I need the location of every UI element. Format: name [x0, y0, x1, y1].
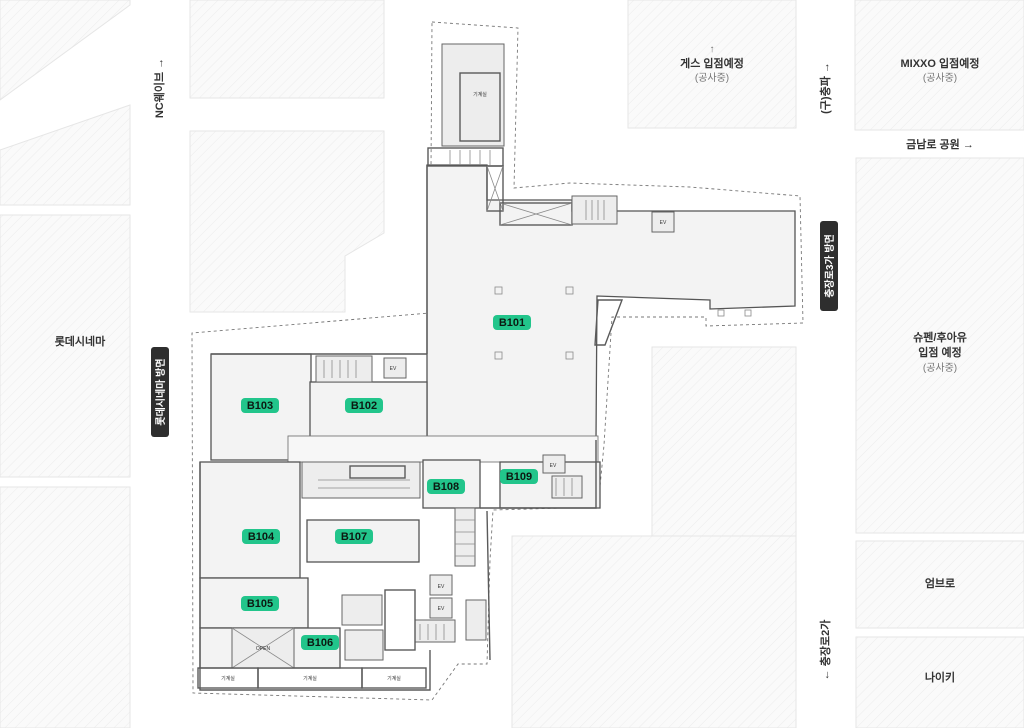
- street-old-chungpa: (구)충파 →: [818, 62, 832, 114]
- street-geumnamro: 금남로 공원 →: [906, 137, 974, 151]
- ev-label: EV: [550, 463, 557, 469]
- ev-label: EV: [438, 606, 445, 612]
- site-boundary: [191, 21, 804, 701]
- ev-label: EV: [390, 366, 397, 372]
- block-left-bottom: [0, 486, 131, 728]
- svg-text:롯데시네마 방면: 롯데시네마 방면: [154, 358, 167, 425]
- block-names: ↑ 게스 입점예정 (공사중) MIXXO 입점예정 (공사중) 롯데시네마 슈…: [55, 44, 980, 684]
- unit-labels: B101 B102 B103 B104 B105 B106 B107 B108: [241, 315, 538, 650]
- svg-text:B103: B103: [247, 400, 273, 412]
- block-mixxo-sub: (공사중): [923, 72, 957, 84]
- block-top-left: [0, 0, 131, 101]
- street-labels: NC웨이브 → (구)충파 → 금남로 공원 → ← 충장로2가: [152, 58, 974, 680]
- unit-b109[interactable]: B109: [500, 469, 538, 484]
- svg-text:B105: B105: [247, 598, 273, 610]
- arrow-up-icon: ↑: [710, 44, 715, 55]
- unit-b102[interactable]: B102: [345, 398, 383, 413]
- block-gesu-sub: (공사중): [695, 72, 729, 84]
- svg-text:B104: B104: [248, 531, 275, 543]
- block-nike-name: 나이키: [925, 670, 955, 684]
- unit-b104[interactable]: B104: [242, 529, 280, 544]
- street-chungjangro2: ← 충장로2가: [818, 620, 832, 681]
- pill-lotte-direction: 롯데시네마 방면: [151, 347, 169, 437]
- block-nc-top: [189, 0, 385, 99]
- floor-plan: [191, 21, 804, 701]
- svg-text:B106: B106: [307, 637, 333, 649]
- block-shupen-name1: 슈펜/후아유: [913, 330, 967, 344]
- ev-label: EV: [438, 584, 445, 590]
- small-labels: 기계실 기계실 기계실 기계실 EV EV EV EV EV OPEN: [221, 91, 667, 682]
- svg-text:B107: B107: [341, 531, 367, 543]
- machine-room-top: [441, 43, 505, 147]
- svg-text:충장로3가 방면: 충장로3가 방면: [823, 234, 836, 298]
- block-mixxo-name: MIXXO 입점예정: [901, 56, 980, 70]
- block-nike: [855, 636, 1024, 728]
- pill-chungjang3-direction: 충장로3가 방면: [820, 221, 838, 311]
- unit-b106[interactable]: B106: [301, 635, 339, 650]
- block-center-bottom: [651, 346, 797, 548]
- unit-b108[interactable]: B108: [427, 479, 465, 494]
- svg-text:B101: B101: [499, 317, 525, 329]
- direction-labels: 롯데시네마 방면 충장로3가 방면: [151, 221, 838, 437]
- block-umbro-name: 엄브로: [925, 577, 955, 590]
- svg-text:B108: B108: [433, 481, 459, 493]
- block-lotte-name: 롯데시네마: [55, 334, 106, 348]
- block-gesu-name: 게스 입점예정: [680, 56, 744, 70]
- street-nc-wave: NC웨이브 →: [152, 58, 166, 118]
- block-shupen-name2: 입점 예정: [918, 345, 962, 359]
- unit-b105[interactable]: B105: [241, 596, 279, 611]
- block-gesu: [627, 0, 797, 129]
- ev-label: EV: [660, 220, 667, 226]
- svg-text:B102: B102: [351, 400, 377, 412]
- area-b104: [199, 461, 301, 579]
- machine-room-label: 기계실: [221, 675, 235, 682]
- block-left-diag: [0, 104, 131, 206]
- machine-room-label: 기계실: [387, 675, 401, 682]
- unit-b101[interactable]: B101: [493, 315, 531, 330]
- block-lotte-cinema: [0, 214, 131, 478]
- unit-b103[interactable]: B103: [241, 398, 279, 413]
- open-label: OPEN: [256, 646, 271, 652]
- block-shupen-sub: (공사중): [923, 362, 957, 374]
- unit-b107[interactable]: B107: [335, 529, 373, 544]
- block-mixxo: [854, 0, 1024, 131]
- svg-text:B109: B109: [506, 471, 532, 483]
- block-shupen: [855, 157, 1024, 534]
- machine-room-label: 기계실: [303, 675, 317, 682]
- block-bottom-center: [511, 535, 797, 728]
- block-nc-mid: [189, 130, 385, 313]
- machine-room-label: 기계실: [473, 91, 487, 98]
- block-umbro: [855, 540, 1024, 629]
